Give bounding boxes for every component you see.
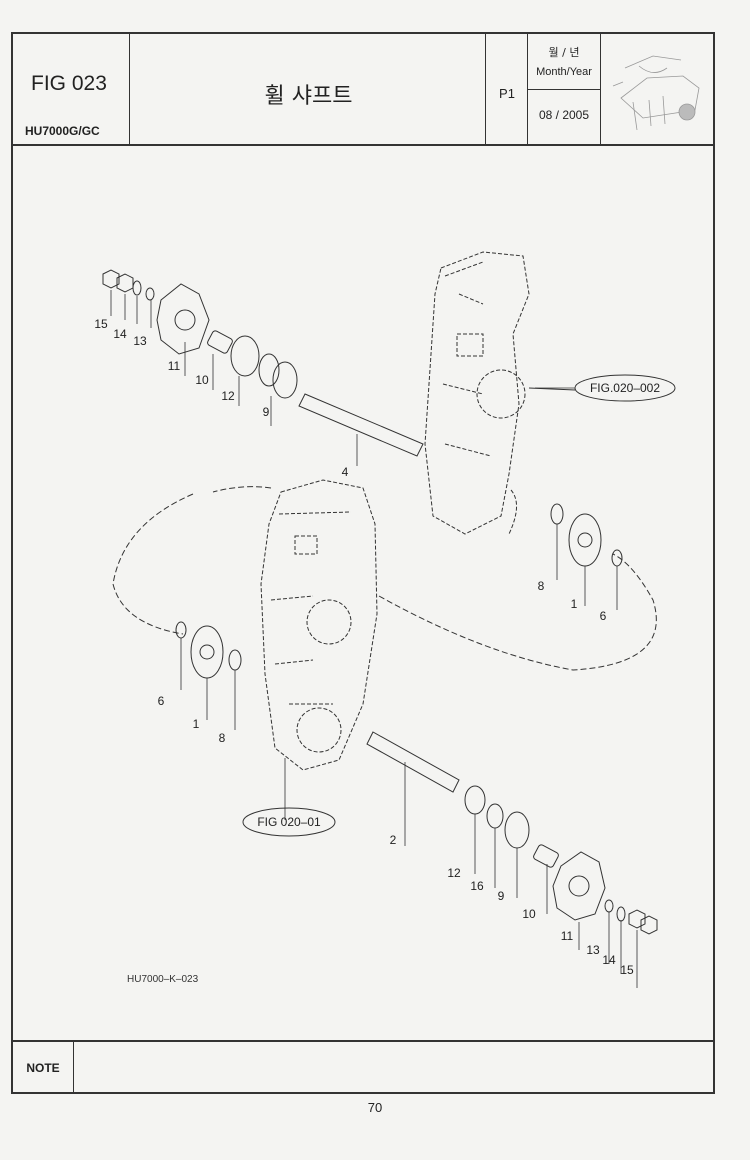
reference-oval-upper bbox=[574, 374, 676, 402]
part-label: 16 bbox=[470, 879, 484, 893]
part-label: 6 bbox=[158, 694, 165, 708]
part-label: 2 bbox=[390, 833, 397, 847]
part-label: 10 bbox=[522, 907, 536, 921]
drawing-code: HU7000–K–023 bbox=[127, 974, 199, 985]
date-value: 08 / 2005 bbox=[538, 108, 590, 122]
part-label: 14 bbox=[602, 953, 616, 967]
part-label: 1 bbox=[571, 597, 578, 611]
part-label: 13 bbox=[586, 943, 600, 957]
divider bbox=[600, 34, 601, 144]
reference-upper-label: FIG.020–002 bbox=[590, 381, 660, 395]
note-label: NOTE bbox=[13, 1042, 74, 1094]
part-label: 6 bbox=[600, 609, 607, 623]
part-label: 9 bbox=[263, 405, 270, 419]
date-label-korean: 월 / 년 bbox=[548, 46, 580, 59]
part-label: 11 bbox=[168, 359, 181, 373]
part-label: 13 bbox=[133, 334, 147, 348]
part-label: 1 bbox=[193, 717, 200, 731]
leader-lines bbox=[110, 290, 638, 988]
tractor-thumbnail-icon bbox=[612, 55, 700, 131]
divider bbox=[527, 89, 600, 90]
part-label: 9 bbox=[498, 889, 505, 903]
divider bbox=[485, 34, 486, 144]
exploded-diagram-area: FIG.020–002 FIG 020–01 15 14 13 11 10 12… bbox=[13, 144, 713, 1040]
reference-oval-lower bbox=[242, 807, 336, 837]
note-block: NOTE bbox=[13, 1040, 713, 1094]
part-label: 11 bbox=[561, 929, 574, 943]
part-label: 15 bbox=[94, 317, 108, 331]
exploded-diagram: FIG.020–002 FIG 020–01 15 14 13 11 10 12… bbox=[94, 251, 676, 988]
part-label: 12 bbox=[447, 866, 461, 880]
lower-housing bbox=[260, 479, 378, 771]
part-label: 8 bbox=[219, 731, 226, 745]
upper-housing bbox=[424, 251, 530, 535]
divider bbox=[129, 34, 130, 144]
part-label: 10 bbox=[195, 373, 209, 387]
part-label: 8 bbox=[538, 579, 545, 593]
part-label: 4 bbox=[342, 465, 349, 479]
date-label-english: Month/Year bbox=[536, 66, 592, 78]
reference-lower-label: FIG 020–01 bbox=[257, 815, 321, 829]
page-code: P1 bbox=[499, 86, 515, 101]
part-label: 14 bbox=[113, 327, 127, 341]
page-title: 휠 샤프트 bbox=[264, 84, 353, 109]
assembly-loop bbox=[112, 486, 657, 671]
header-block: FIG 023 HU7000G/GC 휠 샤프트 P1 월 / 년 Month/… bbox=[13, 34, 713, 146]
upper-parts bbox=[102, 269, 623, 567]
part-label: 15 bbox=[620, 963, 634, 977]
model-code: HU7000G/GC bbox=[25, 124, 100, 138]
parts-sheet: FIG 023 HU7000G/GC 휠 샤프트 P1 월 / 년 Month/… bbox=[11, 32, 715, 1094]
page-number: 70 bbox=[367, 1100, 383, 1115]
figure-number: FIG 023 bbox=[31, 72, 107, 95]
part-label: 12 bbox=[221, 389, 235, 403]
